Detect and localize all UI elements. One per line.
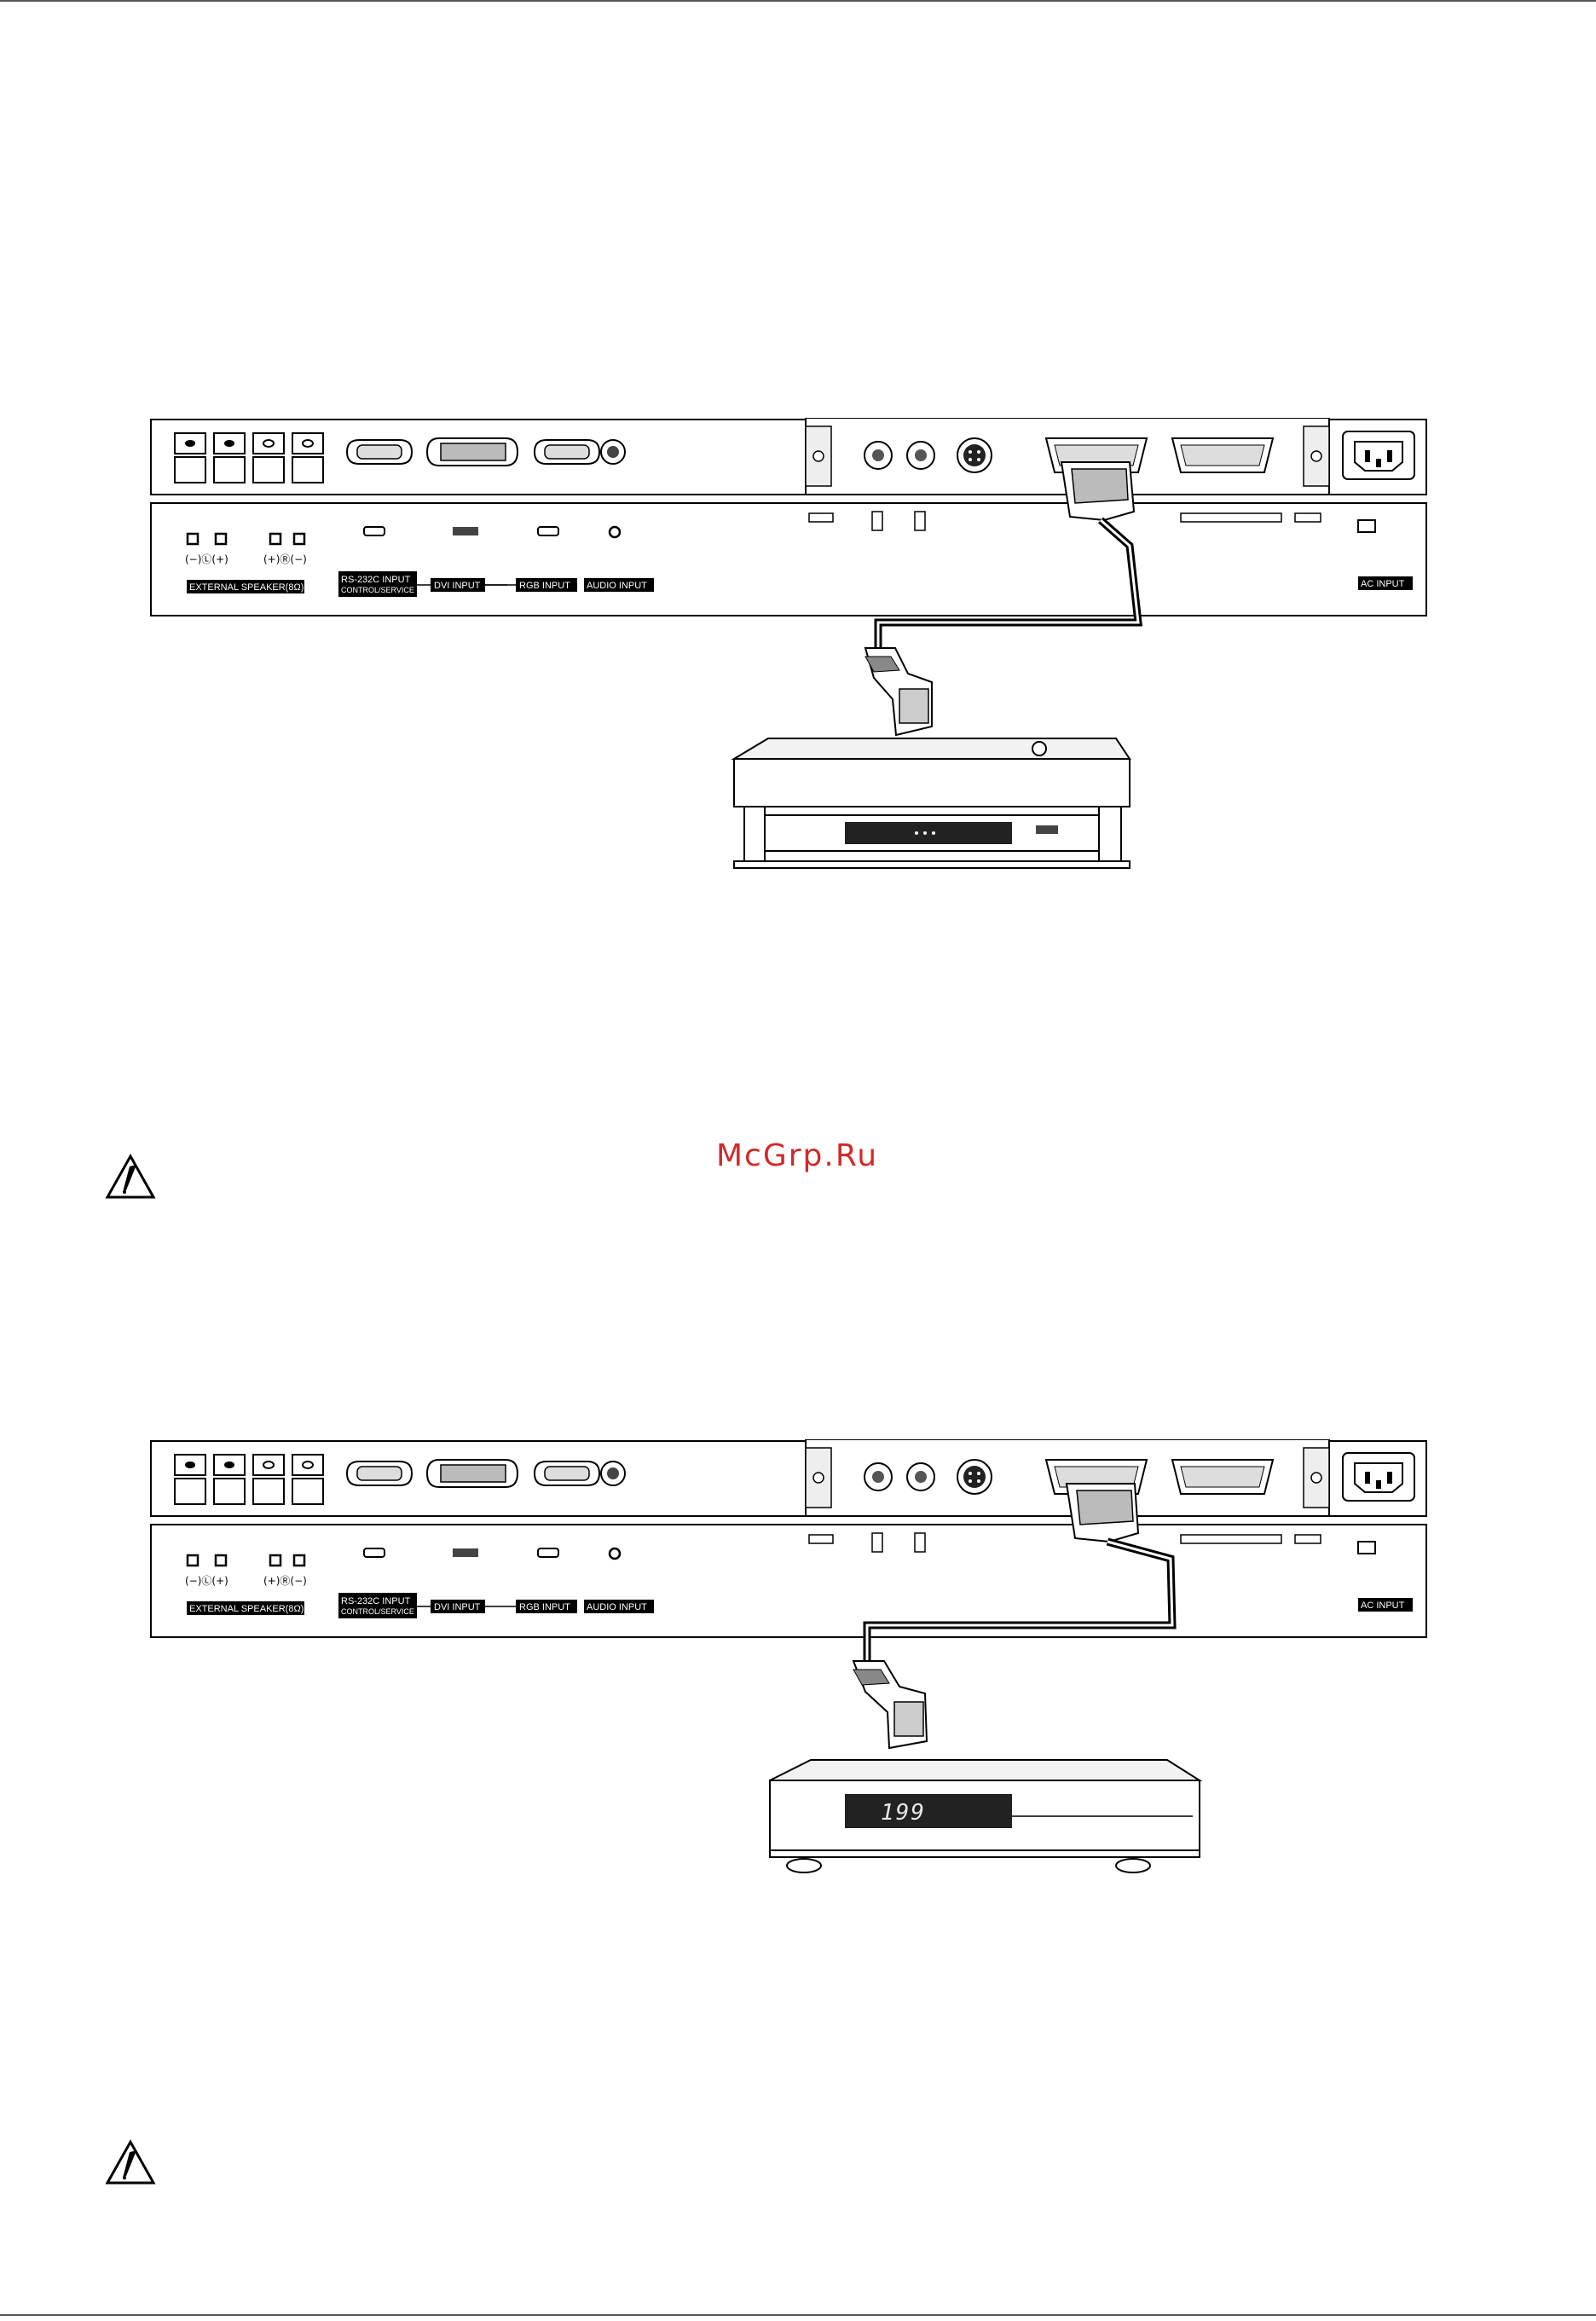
rs232c-label: RS-232C INPUT — [341, 1596, 411, 1606]
ac-socket — [1343, 431, 1414, 479]
rear-panel-stb-svg: (−)Ⓛ(+) (+)Ⓡ(−) EXTERNAL SPEAKER(8Ω) RS-… — [149, 1439, 1428, 1883]
rgb-port — [535, 440, 599, 464]
rgb-label: RGB INPUT — [519, 581, 570, 591]
dvi-indicator — [453, 1548, 478, 1557]
external-speaker-label: EXTERNAL SPEAKER(8Ω) — [189, 1604, 304, 1614]
dvi-label: DVI INPUT — [434, 1602, 481, 1612]
ac-socket — [1343, 1453, 1414, 1501]
connection-diagram-stb: (−)Ⓛ(+) (+)Ⓡ(−) EXTERNAL SPEAKER(8Ω) RS-… — [149, 1439, 1428, 1883]
speaker-right-symbols: (−)Ⓛ(+) — [185, 553, 228, 565]
dvi-port — [427, 1460, 518, 1487]
audio-jack — [601, 440, 625, 464]
ac-label: AC INPUT — [1361, 579, 1405, 589]
speaker-left-symbols: (+)Ⓡ(−) — [263, 1575, 307, 1587]
vcr-device — [734, 738, 1130, 868]
rear-panel-vcr-svg: (−)Ⓛ(+) (+)Ⓡ(−) EXTERNAL SPEAKER(8Ω) RS-… — [149, 418, 1428, 878]
rs232c-port — [347, 1461, 412, 1485]
audio-label: AUDIO INPUT — [587, 1602, 647, 1612]
rgb-label: RGB INPUT — [519, 1602, 570, 1612]
stb-display — [845, 1794, 1012, 1828]
top-rule — [0, 0, 1596, 2]
note-pencil-icon — [104, 1153, 157, 1201]
set-top-box-device: 199 — [770, 1760, 1200, 1872]
rs232c-sub-label: CONTROL/SERVICE — [341, 1607, 414, 1616]
note-pencil-icon — [104, 2139, 157, 2186]
dvi-label: DVI INPUT — [434, 581, 481, 591]
rs232c-sub-label: CONTROL/SERVICE — [341, 586, 414, 594]
audio-jack — [601, 1461, 625, 1485]
stb-display-digits: 199 — [881, 1800, 926, 1826]
rs232c-port — [347, 440, 412, 464]
watermark: McGrp.Ru — [716, 1138, 878, 1173]
ac-label: AC INPUT — [1361, 1600, 1405, 1611]
connection-diagram-vcr: (−)Ⓛ(+) (+)Ⓡ(−) EXTERNAL SPEAKER(8Ω) RS-… — [149, 418, 1428, 878]
dvi-port — [427, 438, 518, 466]
av-bracket — [806, 1439, 1329, 1516]
bottom-rule — [0, 2314, 1596, 2316]
speaker-left-symbols: (+)Ⓡ(−) — [263, 553, 307, 565]
rgb-port — [535, 1461, 599, 1485]
external-speaker-label: EXTERNAL SPEAKER(8Ω) — [189, 582, 304, 593]
dvi-indicator — [453, 527, 478, 535]
rs232c-label: RS-232C INPUT — [341, 575, 411, 585]
audio-label: AUDIO INPUT — [587, 581, 647, 591]
speaker-right-symbols: (−)Ⓛ(+) — [185, 1575, 228, 1587]
